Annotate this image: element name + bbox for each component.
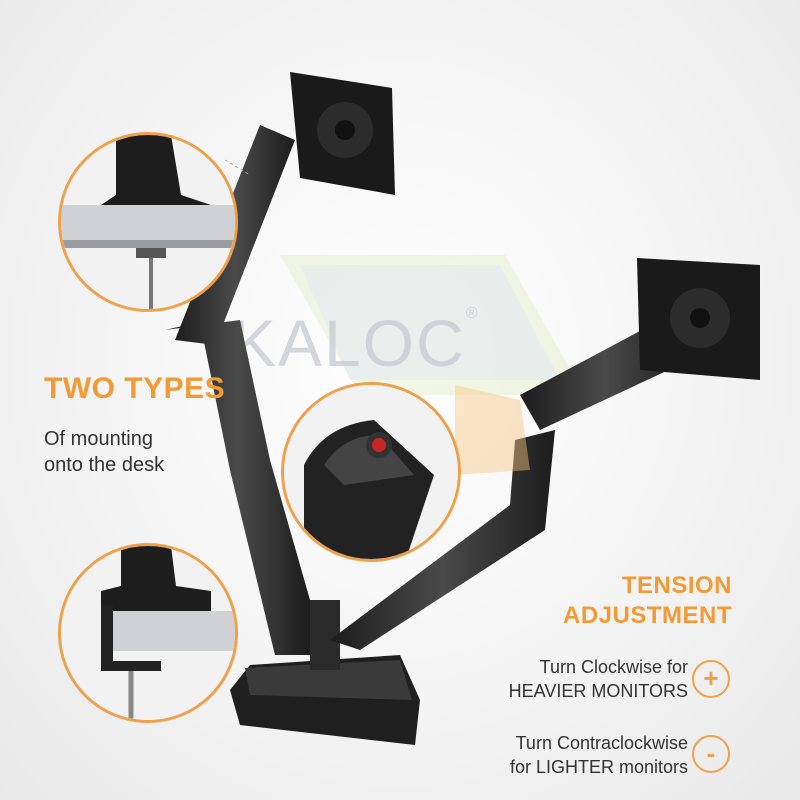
- clockwise-plus-icon: +: [692, 660, 730, 698]
- counterclockwise-minus-icon: -: [692, 735, 730, 773]
- clockwise-line2: HEAVIER MONITORS: [508, 681, 688, 701]
- clockwise-line1: Turn Clockwise for: [539, 657, 688, 677]
- watermark-logo: KALOC®: [232, 305, 480, 380]
- tension-title-line2: ADJUSTMENT: [562, 602, 732, 629]
- tension-title-line1: TENSION: [621, 572, 732, 599]
- clamp-mount-detail: [58, 543, 238, 723]
- tension-knob-detail: [281, 382, 461, 562]
- grommet-mount-detail: [58, 132, 238, 312]
- mounting-title: TWO TYPES: [44, 372, 226, 405]
- mounting-text-line1: Of mounting: [44, 428, 153, 450]
- mounting-text-line2: onto the desk: [44, 454, 165, 476]
- counterclockwise-line2: for LIGHTER monitors: [509, 757, 688, 777]
- counterclockwise-line1: Turn Contraclockwise: [515, 733, 688, 753]
